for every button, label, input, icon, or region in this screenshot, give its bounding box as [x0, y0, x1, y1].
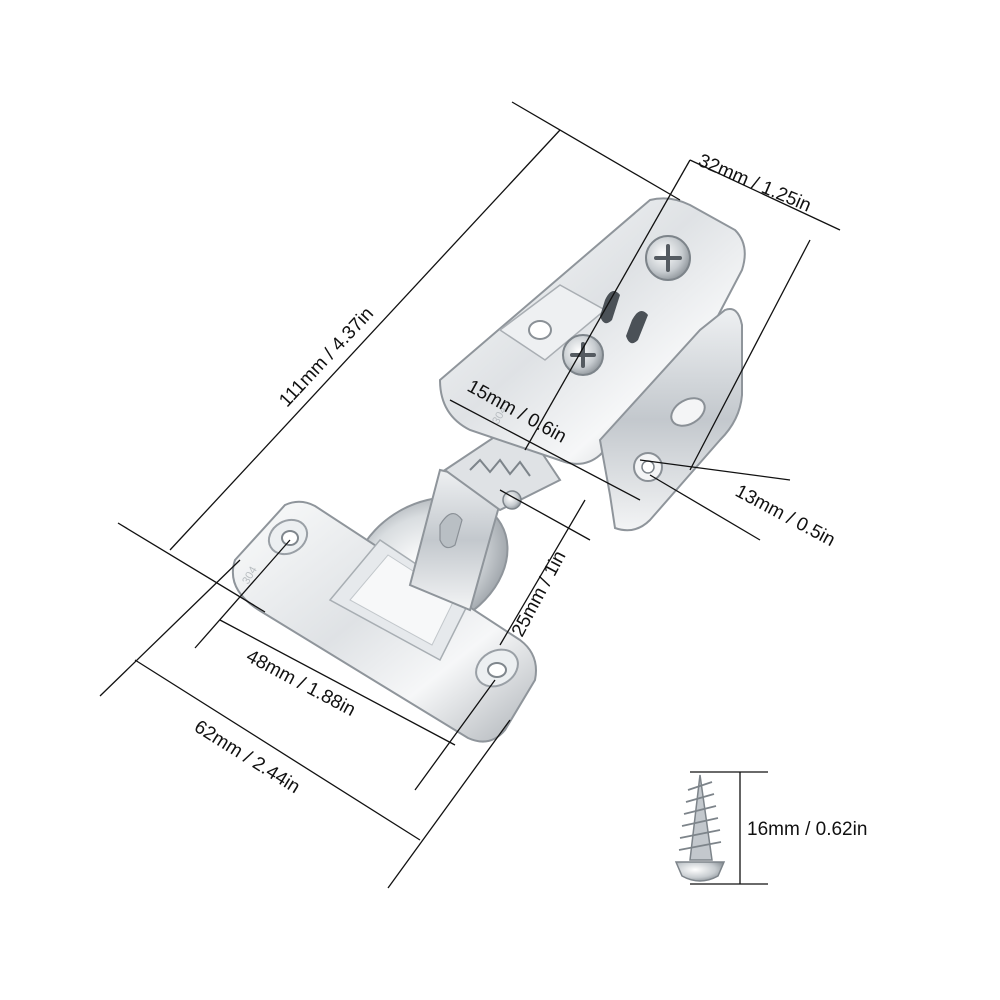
dim-top-width-label: 32mm / 1.25in: [695, 150, 814, 216]
hinge-body: 304: [438, 197, 746, 532]
plate-screw-hole-bottom: [475, 648, 519, 688]
plate-screw-hole-top: [267, 518, 309, 556]
dim-screw-length-label: 16mm / 0.62in: [747, 819, 867, 840]
dim-overall-length-label: 111mm / 4.37in: [275, 303, 378, 411]
mounting-plate: 304: [231, 500, 537, 743]
dim-plate-length-label: 62mm / 2.44in: [190, 716, 303, 798]
body-slot-left: [528, 320, 552, 340]
dim-arm-offset-label: 25mm / 1in: [508, 548, 571, 641]
dim-slot-spacing-label: 13mm / 0.5in: [732, 481, 839, 551]
adjustment-screw-middle: [562, 334, 604, 376]
dimension-lines: [99, 101, 841, 889]
screw-illustration: [674, 774, 726, 882]
body-hole-lower: [633, 452, 663, 482]
adjustment-screw-top: [645, 235, 691, 281]
pivot-pin: [502, 490, 522, 510]
body-slot-right: [670, 397, 706, 427]
hinge-illustration: 304: [231, 197, 746, 743]
